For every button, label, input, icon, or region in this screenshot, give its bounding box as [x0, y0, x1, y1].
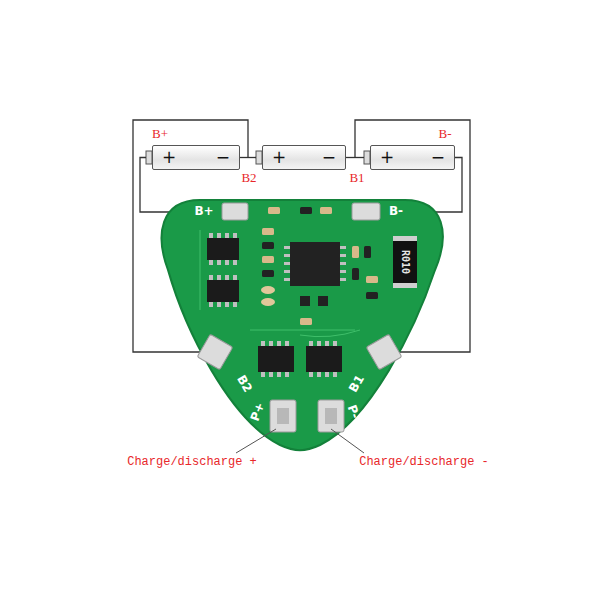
negative-sign: − — [216, 149, 230, 166]
positive-sign: + — [162, 149, 176, 166]
pad-hole — [325, 408, 337, 424]
battery-cell: +− — [152, 145, 240, 170]
pad-hole — [277, 408, 289, 424]
solder-pad — [366, 334, 402, 370]
terminal-label: B2 — [241, 171, 256, 185]
solder-pad — [270, 400, 296, 432]
terminal-label: B1 — [349, 171, 364, 185]
trace — [300, 330, 360, 337]
sop8-chip — [207, 275, 239, 307]
leader-line — [331, 429, 364, 453]
leader-line — [236, 429, 276, 453]
positive-sign: + — [380, 149, 394, 166]
resistor-marking: R010 — [400, 250, 411, 274]
callout-text: Charge/discharge + — [127, 456, 257, 469]
silkscreen — [200, 230, 360, 337]
pad-label: B- — [389, 205, 403, 218]
shunt-resistor — [393, 236, 417, 288]
battery-cell: +− — [262, 145, 346, 170]
mosfet-chip — [258, 341, 294, 377]
solder-pad — [318, 400, 344, 432]
board-outline — [162, 200, 443, 450]
callout-text: Charge/discharge - — [359, 456, 489, 469]
negative-sign: − — [322, 149, 336, 166]
sop8-chip — [207, 233, 239, 265]
terminal-label: B- — [439, 127, 452, 141]
solder-pad — [222, 203, 248, 220]
solder-pad — [197, 334, 233, 370]
solder-pad — [352, 203, 380, 220]
positive-sign: + — [272, 149, 286, 166]
trace — [200, 230, 201, 310]
battery-cell: +− — [370, 145, 455, 170]
protection-ic — [284, 242, 346, 286]
mosfet-chip — [306, 341, 342, 377]
terminal-label: B+ — [152, 127, 168, 141]
pad-label: B+ — [194, 205, 213, 218]
trace — [250, 330, 355, 331]
passive-parts — [261, 207, 378, 325]
negative-sign: − — [431, 149, 445, 166]
